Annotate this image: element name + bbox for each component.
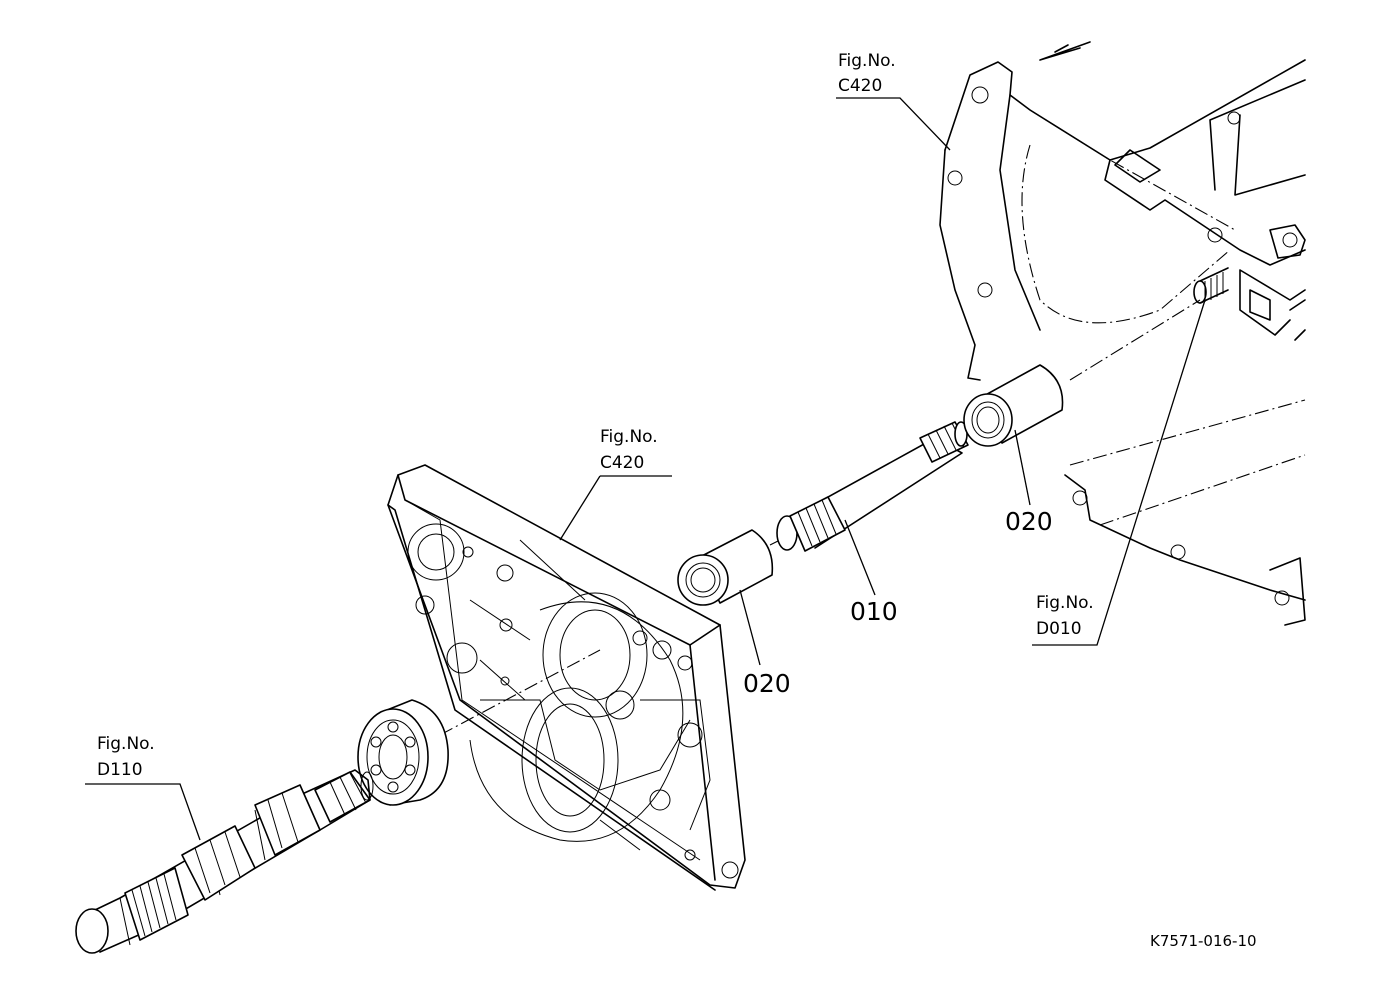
transmission-case <box>939 41 1306 626</box>
spline-stub <box>1193 267 1229 304</box>
ball-bearing <box>357 699 449 806</box>
part-number-020-left: 020 <box>743 669 791 698</box>
fig-code-right: D010 <box>1036 619 1082 639</box>
bearing-sleeve-right <box>963 364 1064 447</box>
leader-lines <box>85 97 1206 841</box>
fig-label-top-right: Fig.No. <box>838 51 896 71</box>
fig-code-left: D110 <box>97 760 143 780</box>
fig-label-right: Fig.No. <box>1036 593 1094 613</box>
gear-shaft <box>75 769 374 954</box>
part-number-010: 010 <box>850 597 898 626</box>
part-number-020-right: 020 <box>1005 507 1053 536</box>
shaft-010 <box>776 421 969 552</box>
fig-code-center: C420 <box>600 453 644 473</box>
fig-code-top-right: C420 <box>838 76 882 96</box>
drawing-code: K7571-016-10 <box>1150 932 1257 950</box>
fig-label-center: Fig.No. <box>600 427 658 447</box>
cover-plate <box>387 464 746 891</box>
bearing-sleeve-left <box>677 529 774 606</box>
fig-label-left: Fig.No. <box>97 734 155 754</box>
